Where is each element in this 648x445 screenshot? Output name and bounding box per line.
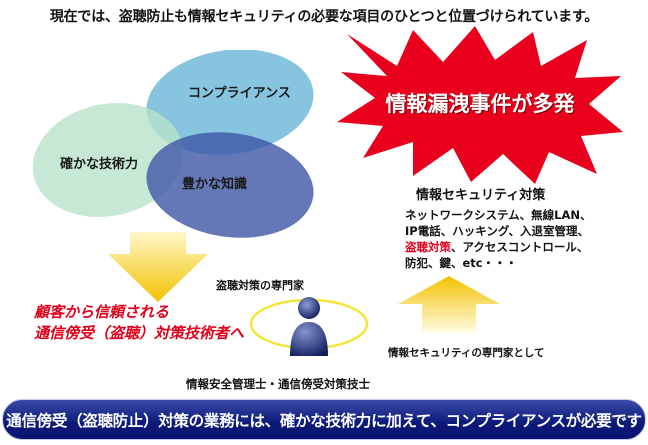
security-line-4: 防犯、鍵、etc・・・: [405, 256, 518, 270]
burst-text: 情報漏洩事件が多発: [385, 92, 575, 116]
expert-label: 盗聴対策の専門家: [216, 279, 304, 292]
red-text-line-2: 通信傍受（盗聴）対策技術者へ: [34, 324, 245, 342]
venn-label-knowledge: 豊かな知識: [182, 177, 248, 192]
red-text-line-1: 顧客から信頼される: [34, 303, 170, 321]
security-line-3: 盗聴対策、アクセスコントロール、: [405, 239, 592, 255]
headline: 現在では、盗聴防止も情報セキュリティの必要な項目のひとつと位置づけられています。: [49, 9, 599, 25]
venn-circle-top: [146, 50, 314, 155]
expert-person-icon: [249, 297, 369, 356]
qualification-text: 情報安全管理士・通信傍受対策技士: [186, 377, 370, 391]
security-highlight: 盗聴対策: [405, 240, 451, 254]
security-line-3-rest: 、アクセスコントロール、: [451, 240, 589, 254]
venn-diagram: [32, 50, 314, 238]
burst-shape: [337, 26, 623, 184]
security-title: 情報セキュリティ対策: [416, 188, 546, 203]
venn-label-skill: 確かな技術力: [60, 157, 139, 172]
down-arrow: [108, 232, 208, 302]
security-line-2: IP電話、ハッキング、入退室管理、: [405, 224, 590, 238]
venn-circle-left: [32, 102, 184, 218]
up-arrow: [398, 276, 500, 332]
venn-label-compliance: コンプライアンス: [188, 86, 291, 101]
venn-circle-bottom: [146, 132, 314, 238]
security-list: ネットワークシステム、無線LAN、 IP電話、ハッキング、入退室管理、 盗聴対策…: [405, 207, 592, 271]
bottom-banner: 通信傍受（盗聴防止）対策の業務には、確かな技術力に加えて、コンプライアンスが必要…: [2, 399, 646, 440]
trusted-engineer-text: 顧客から信頼される 通信傍受（盗聴）対策技術者へ: [34, 302, 244, 344]
security-expert-text: 情報セキュリティの専門家として: [388, 347, 545, 359]
security-line-1: ネットワークシステム、無線LAN、: [405, 208, 592, 222]
